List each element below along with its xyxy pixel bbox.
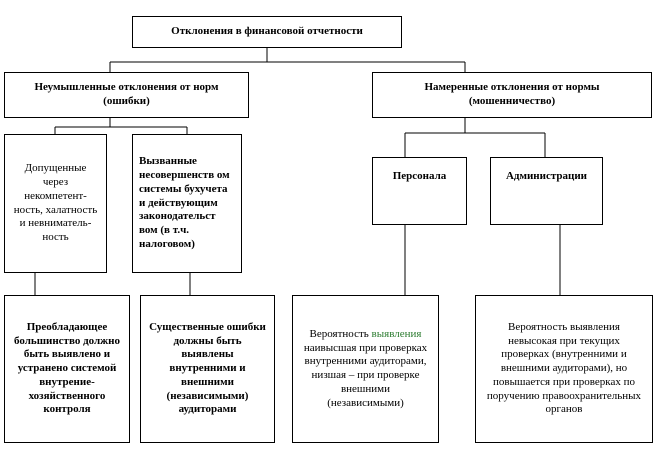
left-branch-label: Неумышленные отклонения от норм (ошибки) xyxy=(34,81,219,107)
right-sub1-label: Персонала xyxy=(392,170,447,182)
left-sub2-node: Вызванные несовершенств ом системы бухуч… xyxy=(132,134,242,273)
root-label: Отклонения в финансовой отчетности xyxy=(171,25,363,38)
right-branch-node: Намеренные отклонения от нормы (мошеннич… xyxy=(372,72,652,118)
left-bottom1-node: Преобладающее большинство должно быть вы… xyxy=(4,295,130,443)
left-bottom2-label: Существенные ошибки должны быть выявлены… xyxy=(149,320,266,416)
left-bottom2-node: Существенные ошибки должны быть выявлены… xyxy=(140,295,275,443)
left-branch-node: Неумышленные отклонения от норм (ошибки) xyxy=(4,72,249,118)
right-bottom1-label-highlight: выявления xyxy=(371,327,422,340)
left-bottom1-label: Преобладающее большинство должно быть вы… xyxy=(14,320,120,416)
right-bottom1-node: Вероятность выявления наивысшая при пров… xyxy=(292,295,439,443)
left-sub1-label: Допущенные через некомпетент-ность, хала… xyxy=(13,162,98,243)
right-bottom1-label-before: Вероятность xyxy=(309,327,372,340)
right-bottom1-text: Вероятность выявления наивысшая при пров… xyxy=(303,328,428,411)
right-bottom1-label-after: наивысшая при проверках внутренними ауди… xyxy=(303,341,428,409)
left-sub2-label: Вызванные несовершенств ом системы бухуч… xyxy=(139,155,230,250)
right-bottom2-label: Вероятность выявления невысокая при теку… xyxy=(486,320,642,416)
left-sub1-node: Допущенные через некомпетент-ность, хала… xyxy=(4,134,107,273)
right-sub2-node: Администрации xyxy=(490,157,603,225)
right-sub2-label: Администрации xyxy=(505,170,588,182)
root-node: Отклонения в финансовой отчетности xyxy=(132,16,402,48)
right-bottom2-node: Вероятность выявления невысокая при теку… xyxy=(475,295,653,443)
right-branch-label: Намеренные отклонения от нормы (мошеннич… xyxy=(424,81,600,107)
right-sub1-node: Персонала xyxy=(372,157,467,225)
